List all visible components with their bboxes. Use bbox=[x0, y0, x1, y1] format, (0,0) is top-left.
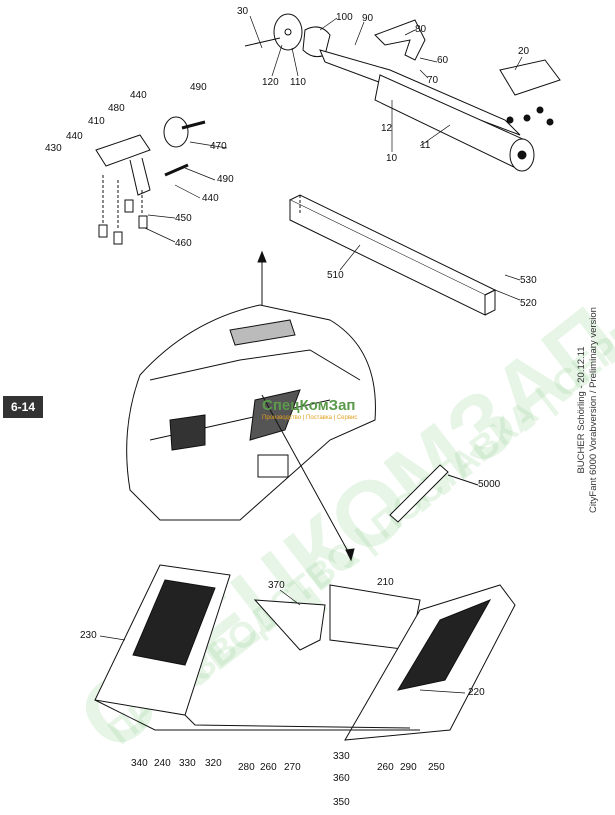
part-label: 120 bbox=[262, 77, 279, 88]
part-label: 90 bbox=[362, 13, 374, 24]
document-side-text: BUCHER Schörling - 20.12.11 CityFant 600… bbox=[576, 307, 600, 513]
part-label: 320 bbox=[205, 758, 222, 769]
rod-part bbox=[389, 464, 479, 523]
part-label: 470 bbox=[210, 141, 227, 152]
part-label: 260 bbox=[260, 762, 277, 773]
part-label: 410 bbox=[88, 116, 105, 127]
bracket-assembly bbox=[95, 116, 206, 245]
part-label: 110 bbox=[290, 77, 306, 88]
part-label: 440 bbox=[130, 90, 147, 101]
watermark-logo-tagline: Производство | Поставка | Сервис bbox=[262, 415, 358, 421]
part-label: 290 bbox=[400, 762, 417, 773]
part-label: 440 bbox=[202, 193, 219, 204]
part-label: 260 bbox=[377, 762, 394, 773]
part-label: 270 bbox=[284, 762, 301, 773]
part-label: 220 bbox=[468, 687, 485, 698]
part-label: 70 bbox=[427, 75, 439, 86]
part-label: 280 bbox=[238, 762, 255, 773]
part-label: 430 bbox=[45, 143, 62, 154]
part-label: 210 bbox=[377, 577, 394, 588]
cab-body bbox=[126, 250, 376, 562]
floor-panels bbox=[94, 564, 516, 741]
part-label: 230 bbox=[80, 630, 97, 641]
part-label: 330 bbox=[179, 758, 196, 769]
leader-lines bbox=[99, 15, 523, 694]
part-label: 60 bbox=[437, 55, 449, 66]
part-label: 80 bbox=[415, 24, 427, 35]
part-label: 30 bbox=[237, 6, 249, 17]
part-label: 350 bbox=[333, 797, 350, 808]
part-label: 11 bbox=[420, 140, 431, 151]
side-text-line1: BUCHER Schörling - 20.12.11 bbox=[576, 346, 587, 474]
part-label: 5000 bbox=[478, 479, 501, 490]
side-text-line2: CityFant 6000 Vorabversion / Preliminary… bbox=[588, 307, 599, 513]
part-label: 450 bbox=[175, 213, 192, 224]
page-badge: 6-14 bbox=[3, 396, 43, 418]
part-label: 520 bbox=[520, 298, 537, 309]
part-label: 370 bbox=[268, 580, 285, 591]
part-label: 490 bbox=[190, 82, 207, 93]
part-label: 340 bbox=[131, 758, 148, 769]
part-label: 10 bbox=[386, 153, 398, 164]
part-label: 12 bbox=[381, 123, 393, 134]
watermark-logo: СпецКомЗап bbox=[262, 397, 356, 414]
part-label: 440 bbox=[66, 131, 83, 142]
channel-part bbox=[288, 194, 497, 316]
part-label: 460 bbox=[175, 238, 192, 249]
part-label: 490 bbox=[217, 174, 234, 185]
part-label: 360 bbox=[333, 773, 350, 784]
hydraulic-cylinder bbox=[244, 13, 561, 172]
part-label: 330 bbox=[333, 751, 350, 762]
part-label: 250 bbox=[428, 762, 445, 773]
part-label: 510 bbox=[327, 270, 344, 281]
part-label: 240 bbox=[154, 758, 171, 769]
part-label: 480 bbox=[108, 103, 125, 114]
part-label: 100 bbox=[336, 12, 353, 23]
part-label: 530 bbox=[520, 275, 537, 286]
part-label: 20 bbox=[518, 46, 530, 57]
